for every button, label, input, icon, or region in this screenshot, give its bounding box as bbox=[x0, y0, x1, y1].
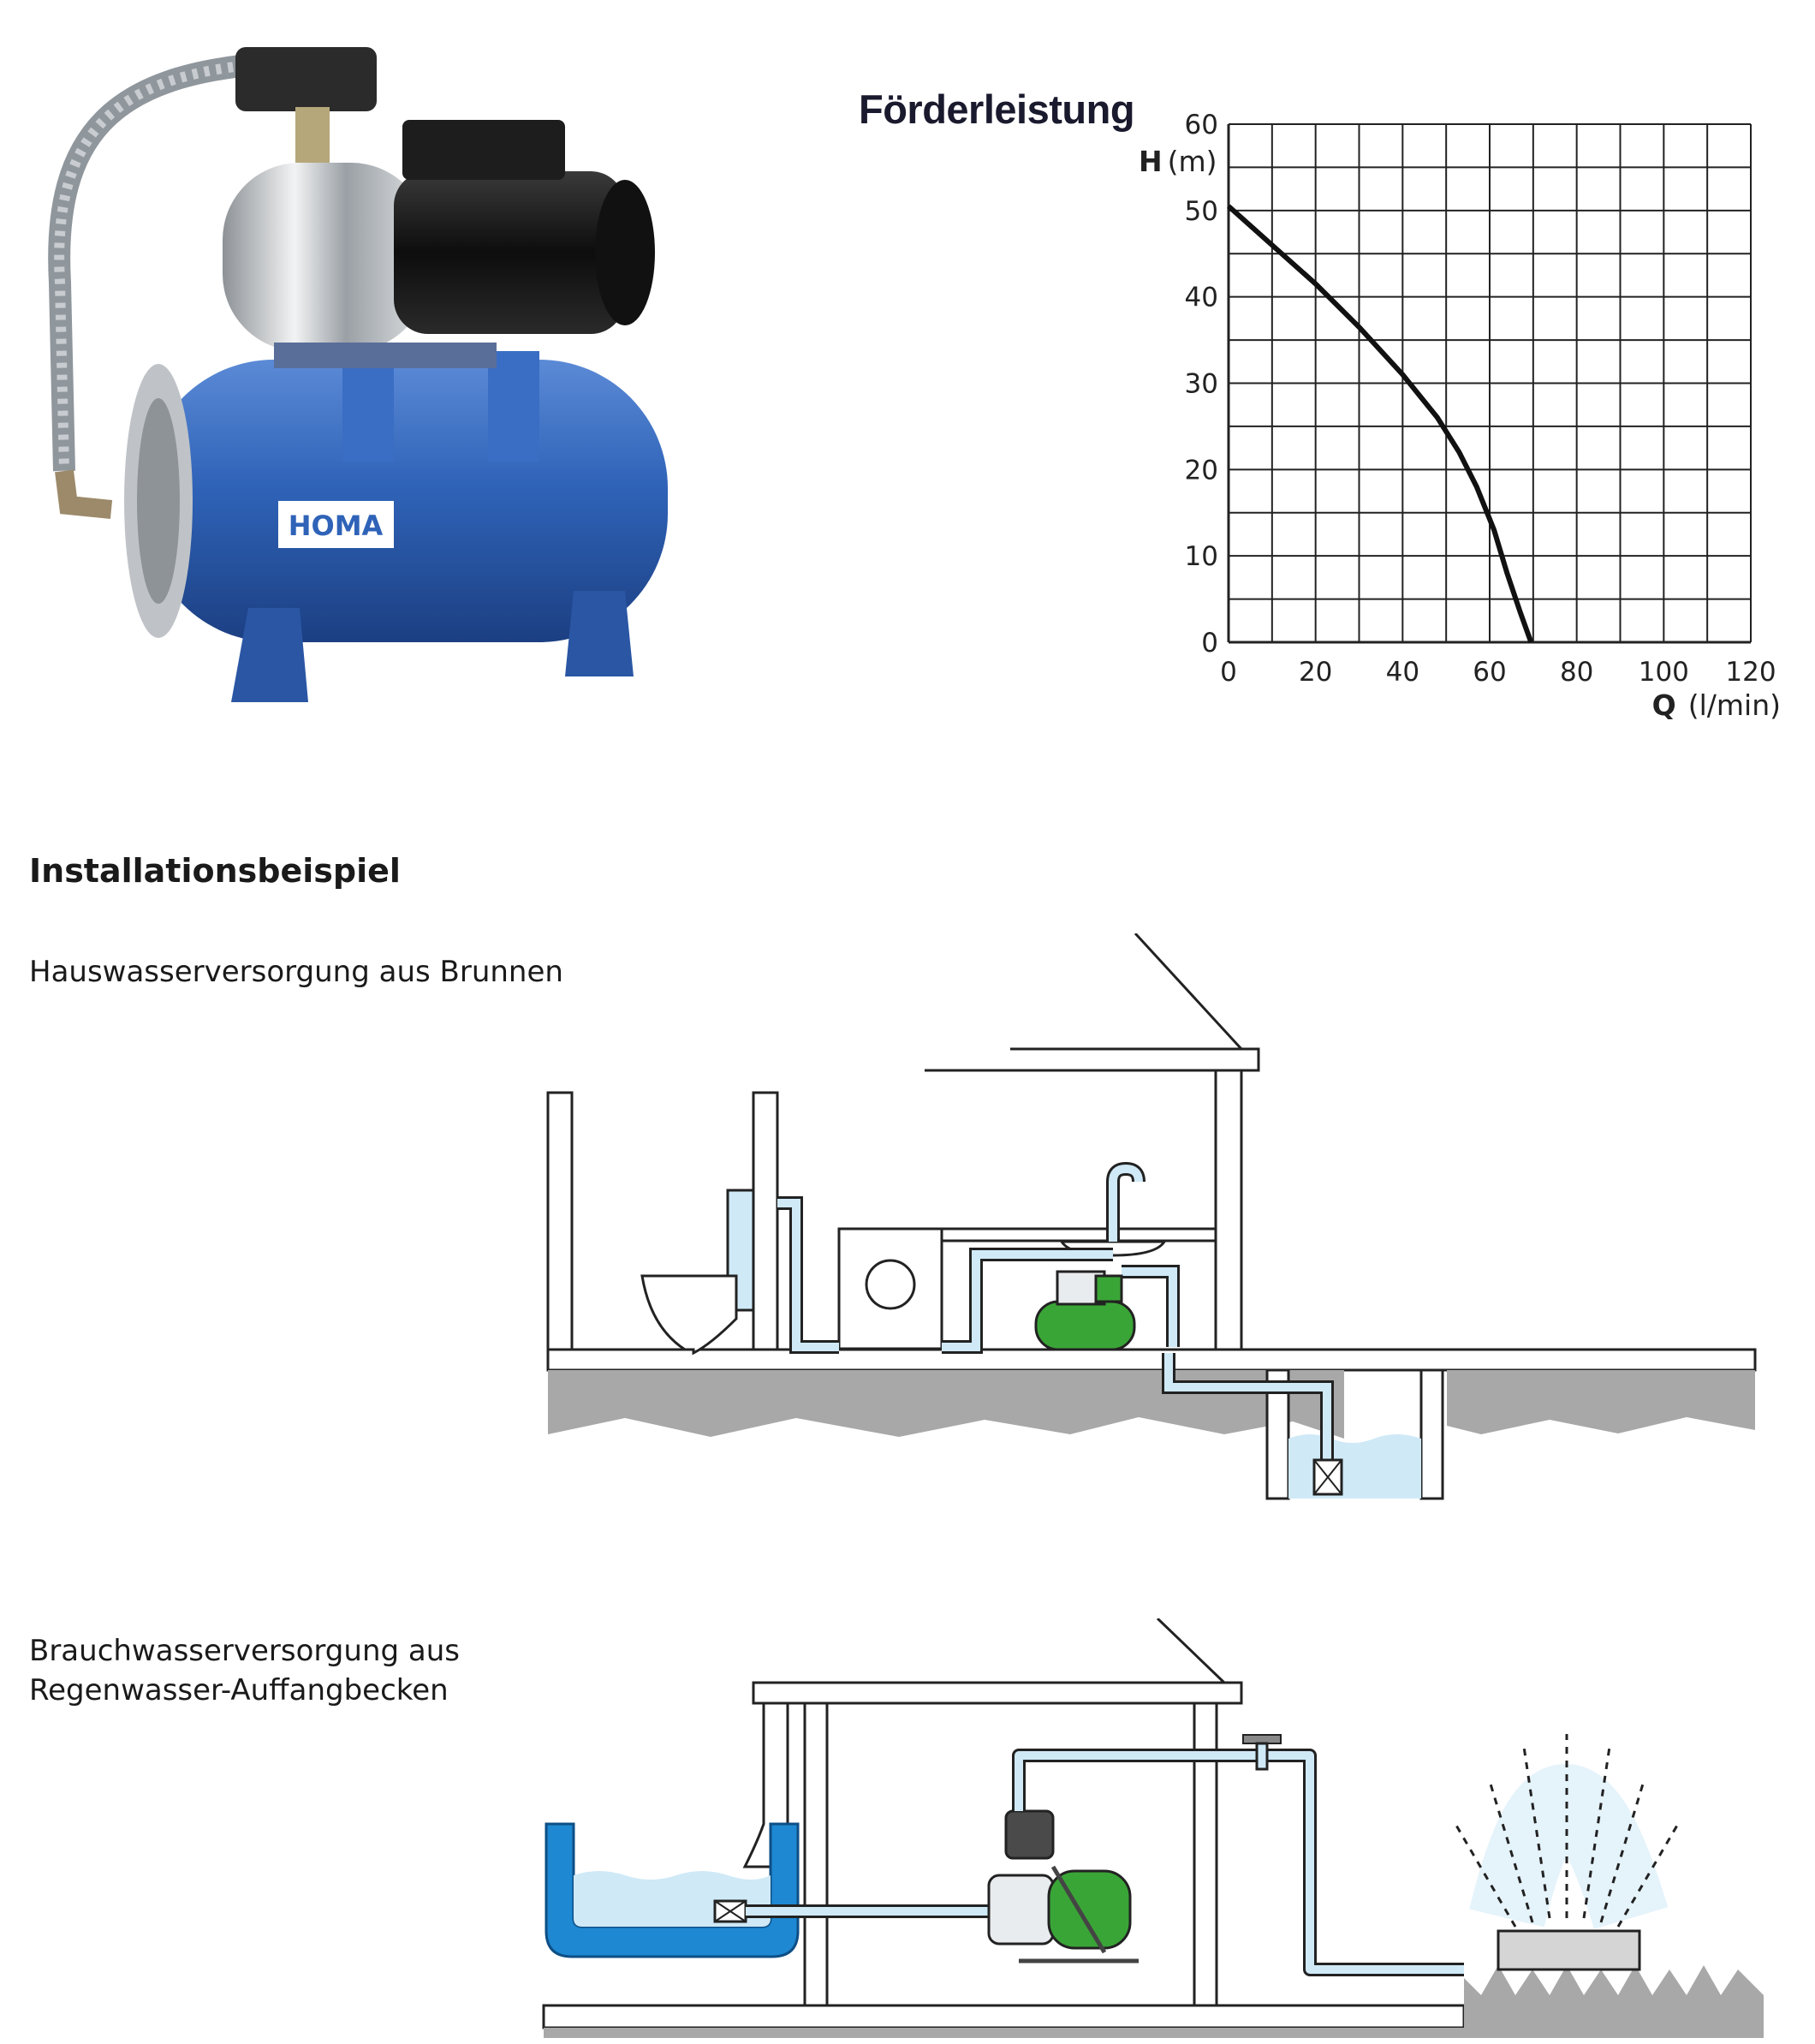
x-axis-label: Q(l/min) bbox=[1652, 688, 1781, 722]
y-tick-label: 40 bbox=[1185, 283, 1218, 313]
x-tick-label: 120 bbox=[1725, 657, 1776, 688]
example-2-caption: Brauchwasserversorgung aus Regenwasser-A… bbox=[29, 1631, 460, 1710]
chart-grid bbox=[1227, 123, 1752, 644]
example-1-caption: Hauswasserversorgung aus Brunnen bbox=[29, 955, 563, 989]
pump-curve-line bbox=[1227, 204, 1534, 644]
y-tick-label: 0 bbox=[1201, 628, 1218, 658]
performance-chart: 0 10 20 30 40 50 60 0 20 40 60 80 100 120 H(m) Q(l/m… bbox=[1139, 110, 1781, 722]
well-installation-diagram bbox=[546, 933, 1757, 1500]
x-tick-label: 80 bbox=[1560, 657, 1593, 688]
y-tick-label: 50 bbox=[1185, 196, 1218, 227]
product-photo: HOMA bbox=[48, 47, 668, 702]
y-tick-labels: 0 10 20 30 40 50 60 bbox=[1185, 110, 1218, 658]
x-tick-labels: 0 20 40 60 80 100 120 bbox=[1220, 657, 1776, 688]
x-tick-label: 100 bbox=[1639, 657, 1689, 688]
y-tick-label: 60 bbox=[1185, 110, 1218, 140]
y-tick-label: 30 bbox=[1185, 369, 1218, 400]
rainwater-installation-diagram bbox=[542, 1618, 1764, 2038]
example-2-caption-line-2: Regenwasser-Auffangbecken bbox=[29, 1673, 449, 1707]
y-axis-label: H(m) bbox=[1139, 145, 1217, 178]
example-2-caption-line-1: Brauchwasserversorgung aus bbox=[29, 1634, 460, 1668]
x-tick-label: 20 bbox=[1299, 657, 1332, 688]
chart-title: Förderleistung bbox=[859, 86, 1135, 132]
x-tick-label: 60 bbox=[1473, 657, 1506, 688]
x-tick-label: 0 bbox=[1220, 657, 1237, 688]
x-tick-label: 40 bbox=[1386, 657, 1419, 688]
section-title: Installationsbeispiel bbox=[29, 852, 401, 890]
brand-logo: HOMA bbox=[289, 510, 384, 542]
y-tick-label: 20 bbox=[1185, 455, 1218, 486]
y-tick-label: 10 bbox=[1185, 541, 1218, 572]
